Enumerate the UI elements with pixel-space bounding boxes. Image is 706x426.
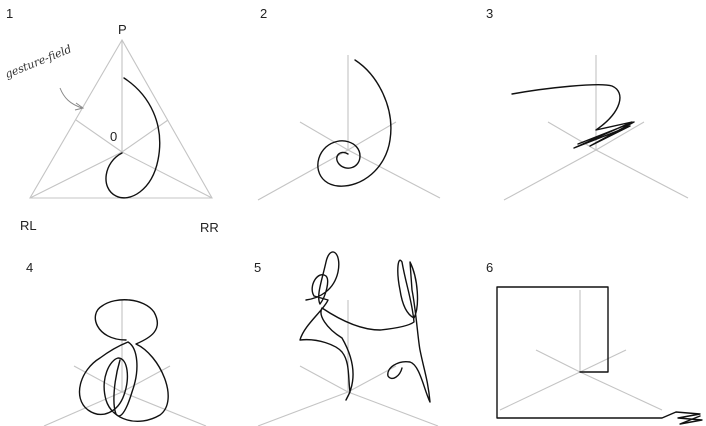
axis-rl	[500, 372, 580, 410]
gesture-field-triangle	[30, 40, 212, 198]
axis-back-left	[548, 122, 596, 150]
axis-rl	[504, 150, 596, 200]
axis-rr	[348, 392, 438, 426]
panel-2-axes	[258, 55, 440, 200]
panel-3	[504, 55, 688, 200]
axis-back-right	[122, 120, 168, 152]
axis-back-left	[76, 120, 122, 152]
panel-4	[44, 300, 206, 426]
gesture-curve-4	[79, 300, 168, 422]
axis-rr	[348, 150, 440, 198]
axis-back-left	[300, 122, 348, 150]
axis-rr	[596, 150, 688, 198]
axis-back-left	[536, 350, 580, 372]
axis-back-left	[300, 366, 348, 392]
panel-1	[30, 40, 212, 198]
axis-rl	[258, 150, 348, 200]
panel-3-axes	[504, 55, 688, 200]
gesture-curve-6	[497, 287, 702, 424]
axis-back-right	[122, 366, 170, 392]
panel-6	[497, 287, 702, 424]
panel-5	[258, 252, 438, 426]
panel-6-axes	[500, 290, 662, 410]
axis-rr	[580, 372, 662, 410]
axis-rl	[258, 392, 348, 426]
gesture-curve-1	[106, 78, 160, 198]
panel-2	[258, 55, 440, 200]
gesture-curve-5	[300, 252, 430, 402]
panel-1-axes	[30, 40, 212, 198]
axis-back-right	[580, 350, 626, 372]
